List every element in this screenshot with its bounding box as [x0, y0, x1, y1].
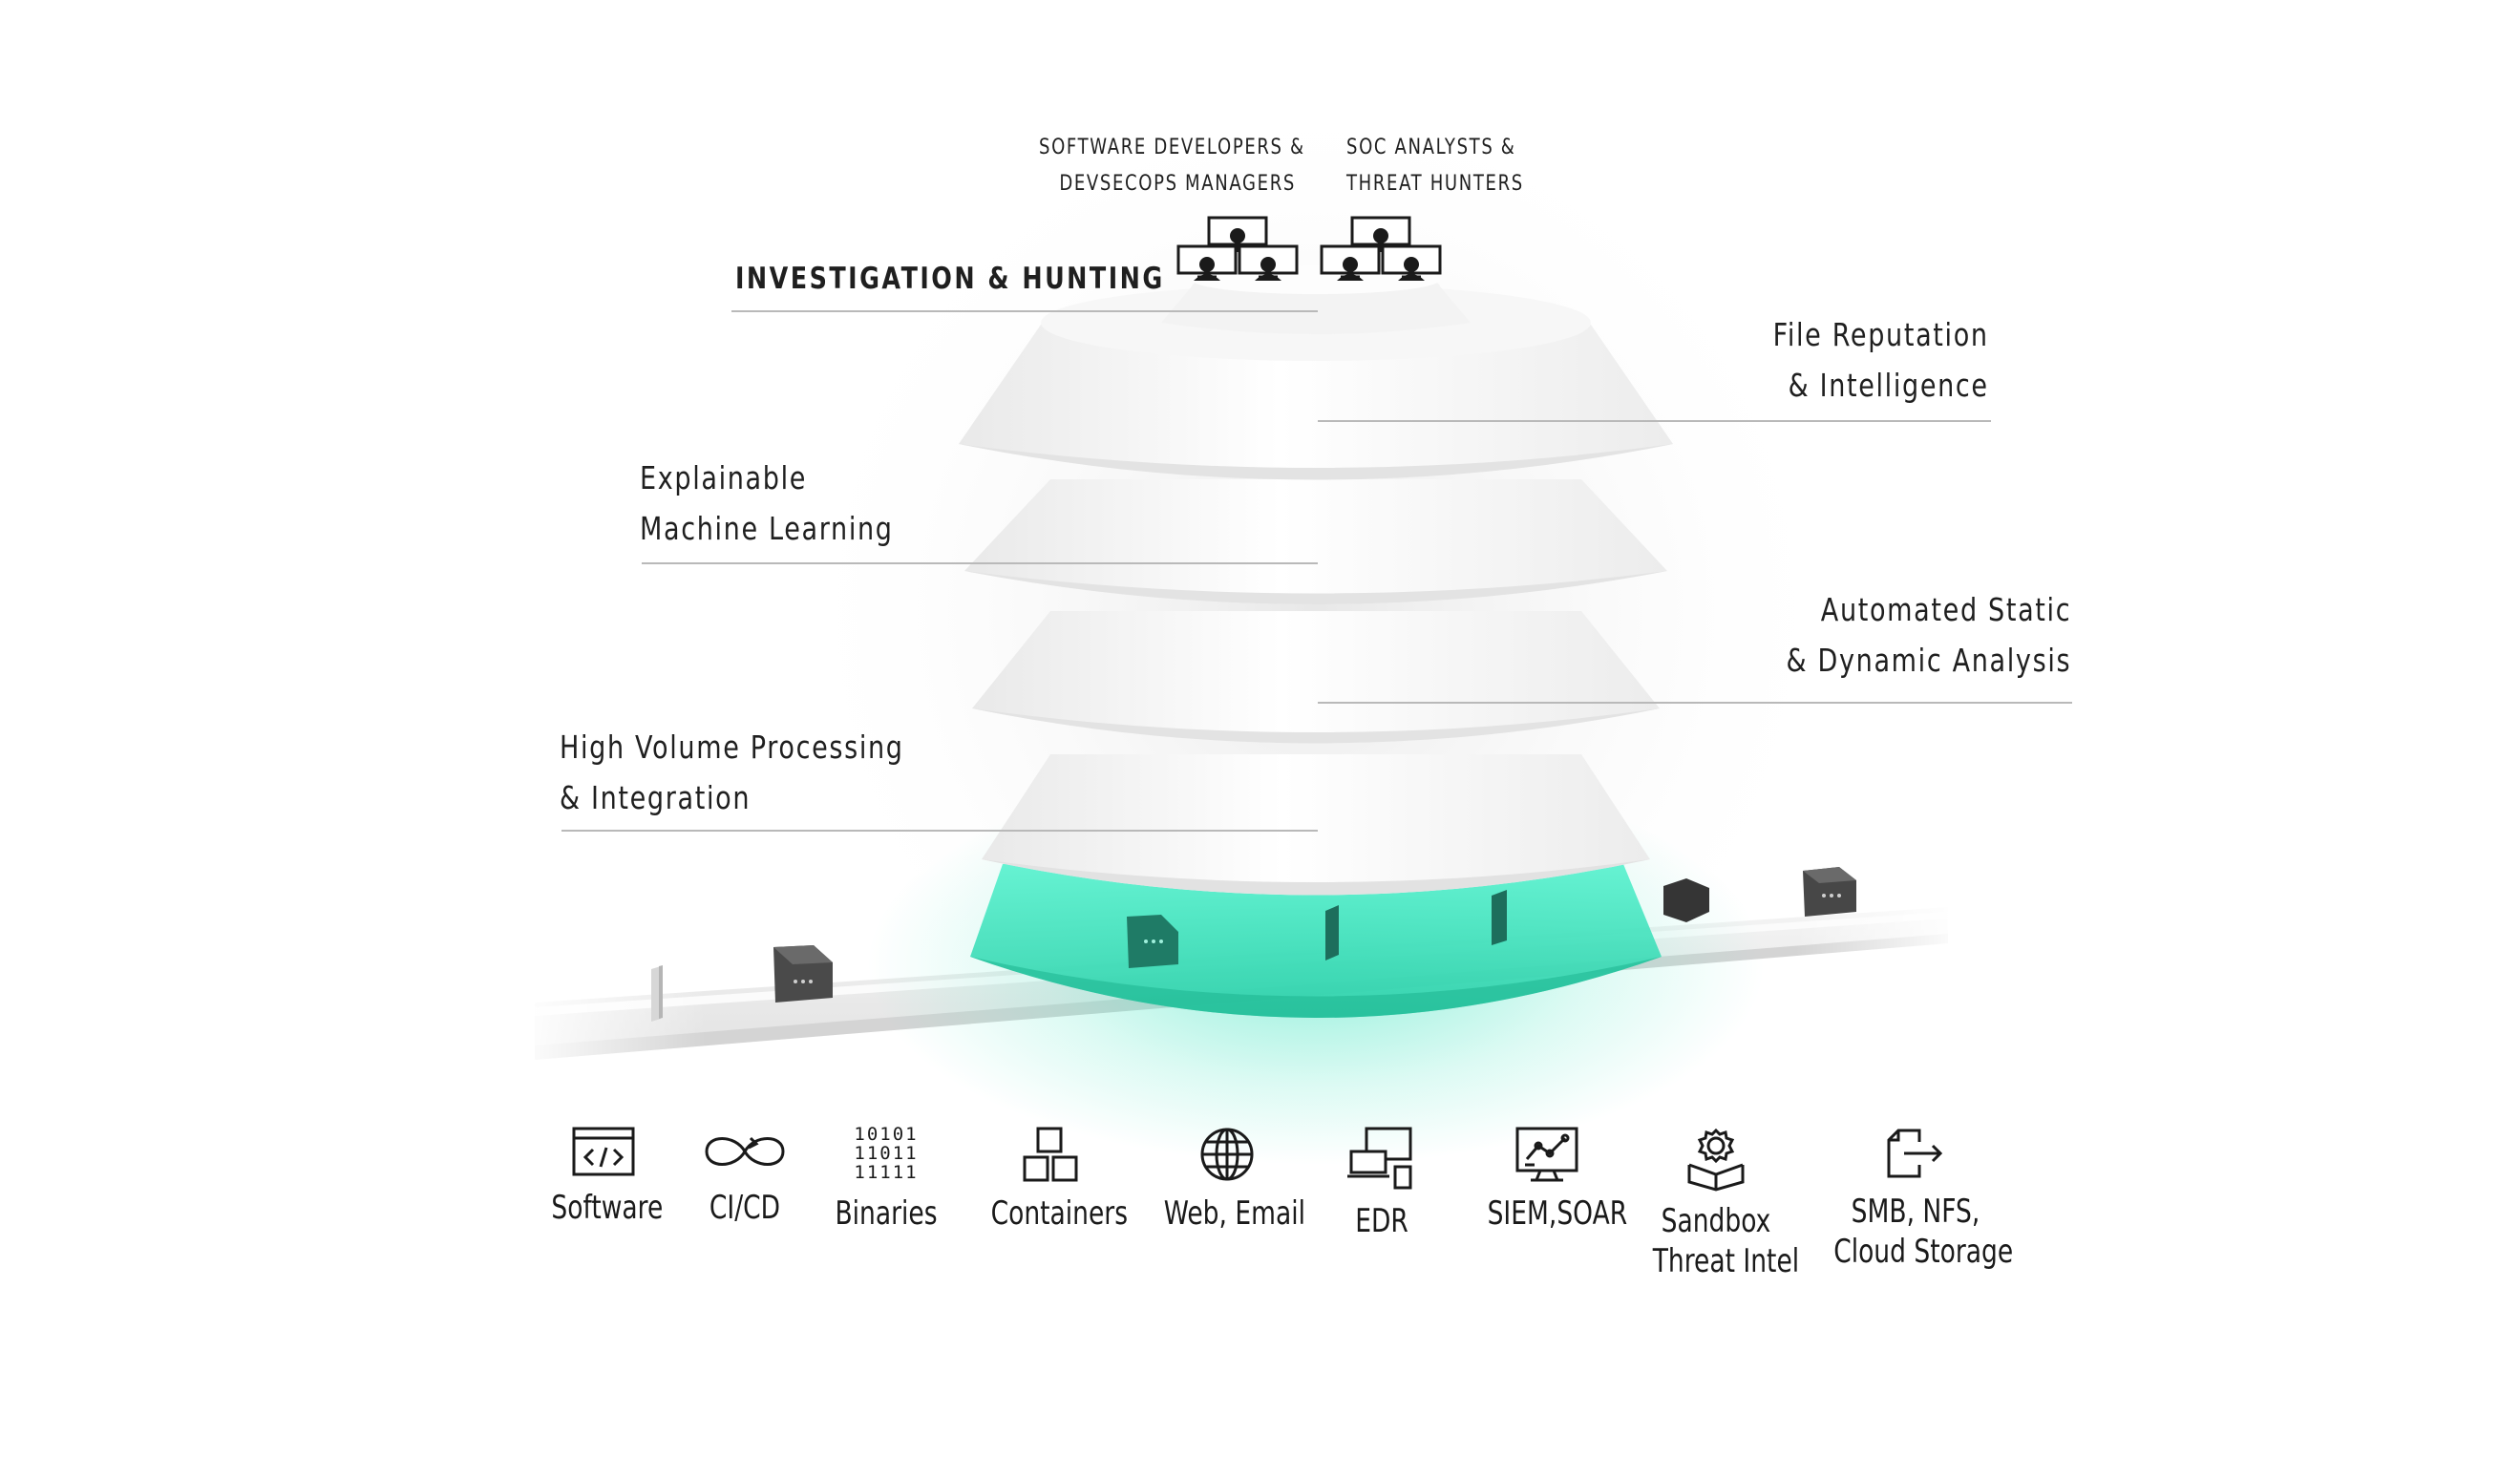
scanner-cone: [970, 864, 1662, 1018]
analysis-line-2: & Dynamic Analysis: [1786, 642, 2071, 679]
code-window-icon: [572, 1127, 635, 1176]
source-software: Software: [537, 1125, 670, 1228]
source-edr: EDR: [1320, 1125, 1444, 1241]
globe-icon: [1200, 1128, 1254, 1181]
edr-label: EDR: [1355, 1202, 1408, 1240]
file-export-icon: [1887, 1129, 1943, 1178]
cloud-storage-label: Cloud Storage: [1833, 1233, 2014, 1271]
static-dynamic-analysis-label: Automated Static & Dynamic Analysis: [1786, 584, 2071, 686]
sandbox-label: Sandbox: [1661, 1202, 1771, 1240]
smb-nfs-label: SMB, NFS,: [1851, 1193, 1980, 1231]
analysts-role-label: SOC ANALYSTS & THREAT HUNTERS: [1346, 130, 1524, 202]
ml-line-2: Machine Learning: [640, 510, 894, 547]
developers-line-2: DEVSECOPS MANAGERS: [1059, 172, 1296, 196]
containers-icon: [1023, 1127, 1078, 1182]
analysis-line-1: Automated Static: [1820, 591, 2071, 628]
containers-label: Containers: [990, 1194, 1129, 1233]
monitor-chart-icon: [1515, 1127, 1578, 1182]
infinity-loop-icon: [705, 1136, 785, 1166]
developers-role-label: SOFTWARE DEVELOPERS & DEVSECOPS MANAGERS: [1039, 130, 1305, 202]
source-siem-soar: SIEM,SOAR: [1471, 1125, 1627, 1234]
investigation-hunting-label: INVESTIGATION & HUNTING: [735, 262, 1165, 296]
high-volume-processing-label: High Volume Processing & Integration: [560, 722, 904, 823]
file-reputation-label: File Reputation & Intelligence: [1773, 309, 1989, 411]
devices-icon: [1347, 1127, 1412, 1190]
source-sandbox: Sandbox Threat Intel: [1635, 1125, 1800, 1281]
analysts-line-1: SOC ANALYSTS &: [1346, 136, 1516, 159]
processing-line-2: & Integration: [560, 779, 752, 816]
tiered-stack: [959, 265, 1673, 896]
software-label: Software: [551, 1189, 664, 1227]
source-containers: Containers: [974, 1125, 1129, 1234]
gear-box-icon: [1687, 1128, 1745, 1192]
analysts-line-2: THREAT HUNTERS: [1346, 172, 1524, 196]
processing-line-1: High Volume Processing: [560, 728, 904, 766]
reputation-line-1: File Reputation: [1772, 316, 1989, 353]
binaries-label: Binaries: [835, 1194, 938, 1233]
belt-files: [651, 867, 1856, 1022]
source-web-email: Web, Email: [1146, 1125, 1308, 1234]
reputation-line-2: & Intelligence: [1788, 367, 1989, 404]
developers-line-1: SOFTWARE DEVELOPERS &: [1039, 136, 1305, 159]
cicd-label: CI/CD: [709, 1189, 781, 1227]
source-cicd: CI/CD: [678, 1125, 812, 1228]
user-group-icon: [1176, 216, 1442, 281]
siem-soar-label: SIEM,SOAR: [1487, 1194, 1628, 1233]
ml-line-1: Explainable: [640, 459, 808, 496]
source-storage: SMB, NFS, Cloud Storage: [1811, 1125, 2021, 1272]
threat-intel-label: Threat Intel: [1652, 1242, 1800, 1280]
web-email-label: Web, Email: [1163, 1194, 1305, 1233]
leader-lines: [561, 310, 2072, 832]
machine-learning-label: Explainable Machine Learning: [640, 453, 894, 554]
